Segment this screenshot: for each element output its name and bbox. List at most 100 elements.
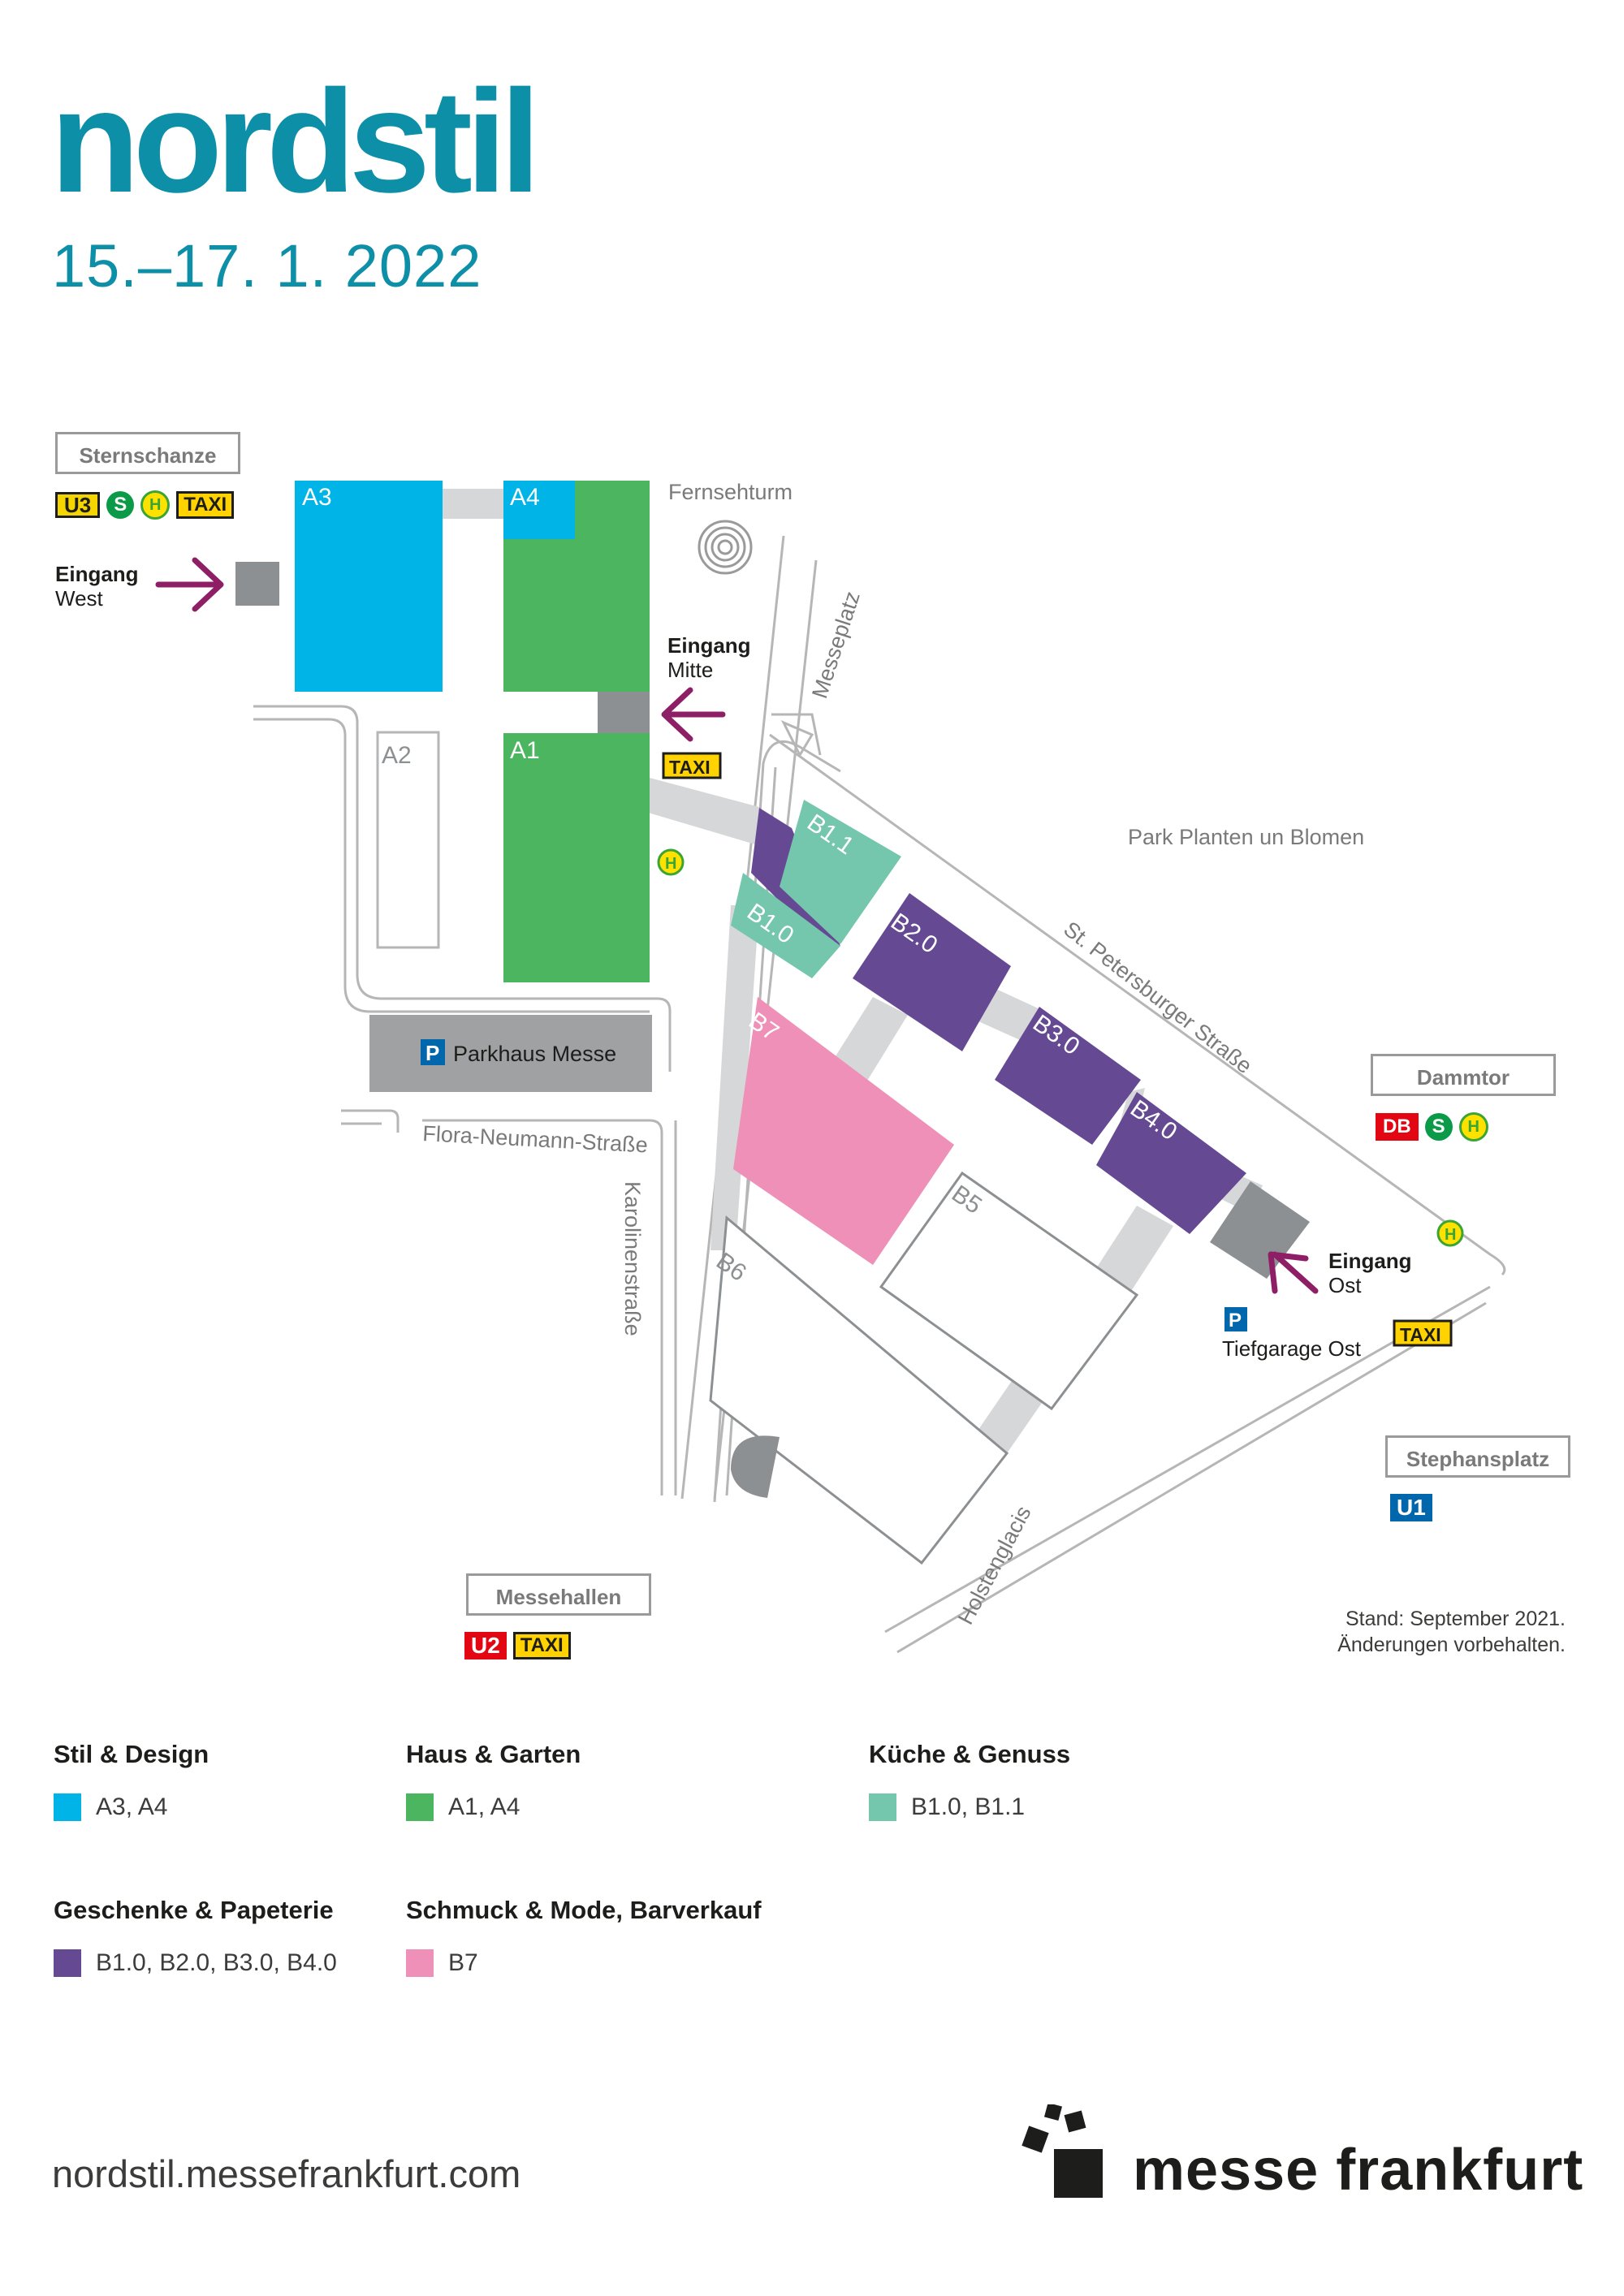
hall-a3[interactable] [295,481,443,692]
u3-badge: U3 [55,492,101,518]
walkway-b5-b4 [1092,1206,1173,1295]
legend-haus-garten: Haus & Garten A1, A4 [406,1740,581,1821]
legend-title: Küche & Genuss [869,1740,1071,1768]
hall-b1-0[interactable] [731,873,840,978]
walkway-a3-a4 [443,489,505,519]
label-fernsehturm: Fernsehturm [668,480,793,504]
walkway-b6 [710,905,759,1250]
arrow-ost-icon [1268,1251,1319,1294]
event-dates: 15.–17. 1. 2022 [52,232,482,300]
entrance-mitte: Eingang Mitte [667,633,751,682]
label-a3: A3 [302,484,332,511]
entrance-west-sub: West [55,586,103,611]
parkhaus-label: P Parkhaus Messe [421,1039,616,1066]
u1-badge: U1 [1390,1494,1432,1521]
taxi-icon [662,752,722,779]
legend-halls: A1, A4 [448,1793,520,1820]
hall-b6[interactable] [709,1215,1009,1565]
status-note-line2: Änderungen vorbehalten. [1337,1634,1566,1656]
tiefgarage-label: P Tiefgarage Ost [1222,1307,1362,1361]
hall-b5[interactable] [879,1171,1139,1411]
legend-title: Schmuck & Mode, Barverkauf [406,1896,762,1924]
arrow-west-icon [155,557,224,612]
label-tiefgarage: Tiefgarage Ost [1222,1336,1362,1361]
hall-b2-0[interactable] [853,893,1011,1051]
hall-b1-1[interactable] [780,800,901,944]
station-stephansplatz[interactable]: Stephansplatz [1385,1435,1570,1478]
legend-swatch [406,1793,434,1821]
bus-stop-markers: H H [657,848,1464,1247]
arrow-mitte-icon [661,687,726,742]
entrance-ost-sub: Ost [1328,1273,1362,1297]
brand-title: nordstil [50,60,541,223]
hall-a4-stil-part [503,481,575,539]
label-karolinenstrasse: Karolinenstraße [620,1181,645,1336]
dammtor-badges: DB S H [1376,1112,1488,1142]
station-sternschanze[interactable]: Sternschanze [55,432,240,474]
hall-b3-0[interactable] [995,1007,1141,1145]
label-parkhaus: Parkhaus Messe [453,1042,616,1066]
hall-a1[interactable] [503,733,650,982]
station-dammtor[interactable]: Dammtor [1371,1054,1556,1096]
legend-halls: A3, A4 [96,1793,168,1820]
legend-halls: B1.0, B1.1 [911,1793,1026,1820]
tv-tower-icon [698,520,753,575]
entrance-mitte-sub: Mitte [667,658,714,682]
legend-title: Geschenke & Papeterie [54,1896,334,1924]
label-messeplatz: Messeplatz [807,589,865,701]
station-messehallen[interactable]: Messehallen [466,1573,651,1616]
svg-text:TAXI: TAXI [1400,1324,1441,1345]
legend-swatch [54,1949,81,1977]
taxi-icon: TAXI [176,491,235,519]
walkway-a1-b [646,778,759,844]
legend-swatch [406,1949,434,1977]
legend-swatch [54,1793,81,1821]
bus-stop-icon: H [140,490,171,520]
svg-text:TAXI: TAXI [669,757,710,778]
entrance-ost-title: Eingang [1328,1249,1412,1273]
walkway-b6-b5 [974,1376,1047,1453]
entrance-arrows [155,557,1319,1294]
s-bahn-icon: S [106,491,135,519]
legend-schmuck-mode: Schmuck & Mode, Barverkauf B7 [406,1896,762,1977]
legend-stil-design: Stil & Design A3, A4 [54,1740,209,1821]
hall-b7[interactable] [733,997,954,1265]
label-flora-neumann: Flora-Neumann-Straße [422,1121,649,1157]
hall-b4-0[interactable] [1096,1092,1246,1234]
taxi-markers: TAXI TAXI [662,752,1453,1347]
taxi-icon: TAXI [512,1632,571,1659]
svg-text:P: P [1229,1310,1242,1331]
svg-text:H: H [1445,1226,1456,1244]
db-badge: DB [1376,1113,1419,1141]
label-holstenglacis: Holstenglacis [953,1502,1036,1629]
entrance-west-title: Eingang [55,562,139,586]
parking-icon [421,1039,445,1065]
sternschanze-badges: U3 S H TAXI [55,490,235,520]
taxi-icon [1393,1319,1453,1347]
hall-b6-annex [731,1435,780,1498]
parking-icon [1224,1307,1247,1331]
s-bahn-icon: S [1424,1113,1453,1141]
stephansplatz-badges: U1 [1390,1494,1432,1521]
legend-halls: B1.0, B2.0, B3.0, B4.0 [96,1949,337,1976]
bus-stop-icon [657,848,685,876]
legend-swatch [869,1793,896,1821]
bus-stop-icon [1436,1219,1464,1247]
label-a4: A4 [510,484,540,511]
entrance-mitte-building [598,692,650,733]
legend-title: Haus & Garten [406,1740,581,1768]
legend-kueche-genuss: Küche & Genuss B1.0, B1.1 [869,1740,1070,1821]
bus-stop-icon: H [1458,1112,1488,1142]
company-wordmark: messe frankfurt [1133,2138,1584,2203]
website-link[interactable]: nordstil.messefrankfurt.com [52,2152,521,2195]
messehallen-badges: U2 TAXI [464,1632,571,1659]
messe-frankfurt-logo-icon [1021,2104,1103,2198]
svg-text:H: H [665,855,676,873]
label-a2: A2 [382,742,412,769]
walkways [443,489,1263,1453]
u2-badge: U2 [464,1632,507,1659]
entrance-west: Eingang West [55,562,139,611]
entrance-mitte-title: Eingang [667,633,751,658]
parkhaus-messe[interactable] [369,1015,652,1092]
legend-geschenke-papeterie: Geschenke & Papeterie B1.0, B2.0, B3.0, … [54,1896,337,1977]
